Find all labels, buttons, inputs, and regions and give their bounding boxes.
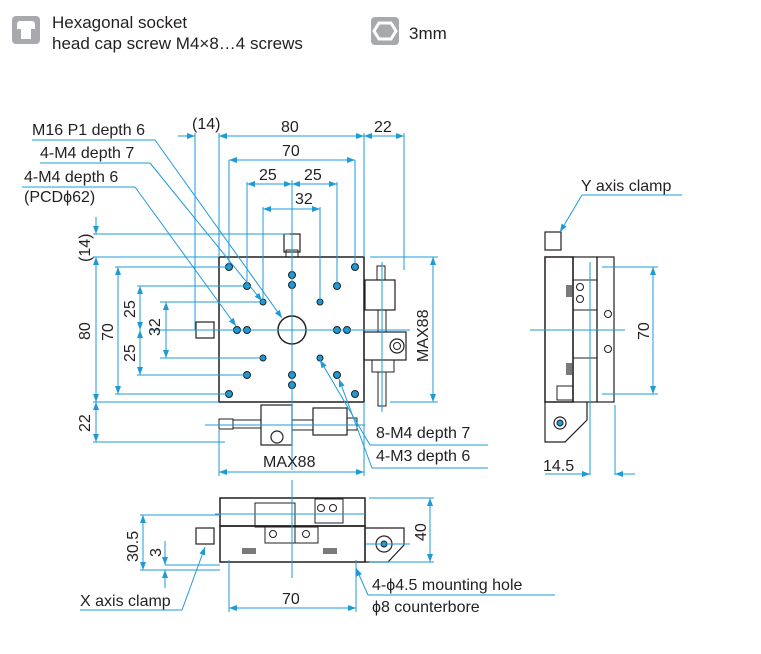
- callout-4-m3-depth6: 4-M3 depth 6: [376, 448, 470, 465]
- dim-left-32: 32: [147, 318, 164, 336]
- hex-wrench-icon: [371, 17, 399, 45]
- dim-left-80: 80: [77, 322, 94, 340]
- callout-8-m4-depth7: 8-M4 depth 7: [376, 425, 470, 442]
- dim-left-70: 70: [100, 323, 117, 341]
- callout-mounting-hole: 4-ϕ4.5 mounting hole: [372, 577, 522, 594]
- dim-left-25b: 25: [122, 344, 139, 362]
- dim-left-14: (14): [77, 234, 94, 262]
- top-view: M16 P1 depth 6 4-M4 depth 7 4-M4 depth 6…: [22, 116, 488, 476]
- dim-front-70: 70: [282, 591, 300, 608]
- screw-legend-text: Hexagonal socket head cap screw M4×8…4 s…: [52, 12, 303, 54]
- callout-m4-depth6: 4-M4 depth 6: [24, 169, 118, 186]
- y-micrometer: [363, 265, 407, 407]
- screw-legend-line1: Hexagonal socket: [52, 13, 188, 32]
- callout-x-axis-clamp: X axis clamp: [80, 593, 171, 610]
- hexagon-icon: [372, 21, 398, 41]
- dim-top-70: 70: [282, 143, 300, 160]
- center-lines: [150, 180, 410, 470]
- dim-bottom-max88: MAX88: [263, 454, 316, 471]
- callout-y-axis-clamp: Y axis clamp: [581, 178, 672, 195]
- top-dimension-lines: [178, 133, 405, 330]
- dim-top-32: 32: [295, 191, 313, 208]
- dim-front-40: 40: [413, 523, 430, 541]
- callout-m4-depth7: 4-M4 depth 7: [40, 145, 134, 162]
- side-view: Y axis clamp 70 14.5: [530, 178, 682, 477]
- y-clamp-knob: [544, 231, 562, 251]
- x-clamp-knob: [195, 527, 215, 545]
- dim-front-30-5: 30.5: [125, 531, 142, 562]
- left-dimension-lines: [93, 217, 290, 443]
- dim-top-80: 80: [281, 119, 299, 136]
- screw-legend-line2: head cap screw M4×8…4 screws: [52, 34, 303, 53]
- front-view: X axis clamp 4-ϕ4.5 mounting hole ϕ8 cou…: [80, 480, 555, 616]
- dim-right-max88: MAX88: [415, 309, 432, 362]
- dim-top-22: 22: [374, 119, 392, 136]
- callout-counterbore: ϕ8 counterbore: [372, 599, 480, 616]
- dim-top-25a: 25: [259, 167, 277, 184]
- callout-m16: M16 P1 depth 6: [32, 122, 145, 139]
- leader-lines: [22, 139, 488, 469]
- dim-left-25a: 25: [122, 300, 139, 318]
- dim-top-25b: 25: [304, 167, 322, 184]
- wrench-size-label: 3mm: [409, 24, 447, 43]
- dim-side-70: 70: [636, 322, 653, 340]
- dim-top-14: (14): [192, 116, 220, 133]
- dim-left-22: 22: [77, 414, 94, 432]
- dim-front-3: 3: [148, 548, 165, 557]
- socket-head-screw-icon: [12, 16, 40, 44]
- max-dimension-lines: [218, 256, 438, 476]
- dim-side-14-5: 14.5: [543, 458, 574, 475]
- callout-pcd: (PCDϕ62): [24, 189, 95, 206]
